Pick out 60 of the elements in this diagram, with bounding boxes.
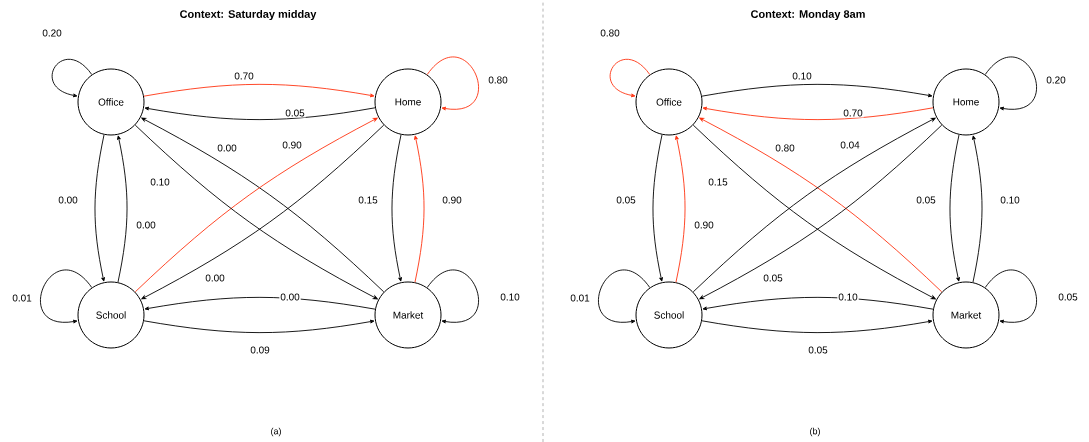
loop-arrow: [984, 56, 1037, 111]
arrow: [143, 83, 375, 98]
edge-label: 0.80: [599, 28, 621, 38]
edge-label: 0.00: [279, 292, 301, 302]
loop-arrow: [984, 269, 1037, 324]
edge-label: 0.10: [149, 177, 171, 187]
edge-label: 0.00: [216, 143, 238, 153]
loop-arrow: [426, 56, 479, 111]
edge-label: 0.01: [11, 293, 33, 303]
arrow: [143, 319, 375, 334]
edge-label: 0.00: [204, 273, 226, 283]
edge-label: 0.05: [615, 195, 637, 205]
arrow: [701, 83, 933, 98]
edge-label: 0.10: [999, 195, 1021, 205]
edge-label: 0.15: [357, 195, 379, 205]
edge-label: 0.10: [837, 292, 859, 302]
panel-caption: (b): [810, 427, 820, 437]
arrow: [117, 135, 128, 283]
arrow: [675, 135, 686, 283]
arrow: [702, 106, 934, 121]
edge-label: 0.04: [839, 140, 861, 150]
arrow: [701, 319, 933, 334]
edge-label: 0.10: [499, 292, 521, 302]
arrow: [391, 134, 402, 282]
arrow: [949, 134, 960, 282]
panel-caption: (a): [271, 427, 281, 437]
loop-arrow: [426, 269, 479, 324]
edge-label: 0.80: [487, 75, 509, 85]
edge-label: 0.05: [762, 273, 784, 283]
panel-title: Context: Saturday midday: [180, 9, 317, 21]
arrow: [94, 134, 105, 282]
loop-arrow: [598, 269, 651, 324]
arrow: [652, 134, 663, 282]
edge-label: 0.05: [284, 108, 306, 118]
edge-label: 0.80: [774, 143, 796, 153]
loop-arrow: [40, 269, 93, 324]
edge-label: 0.01: [569, 293, 591, 303]
edge-label: 0.15: [707, 177, 729, 187]
edge-label: 0.20: [41, 28, 63, 38]
edge-label: 0.09: [249, 345, 271, 355]
arrow: [144, 106, 376, 121]
edge-label: 0.05: [1057, 292, 1079, 302]
panel-title: Context: Monday 8am: [751, 9, 865, 21]
edge-label: 0.00: [135, 220, 157, 230]
edge-label: 0.05: [807, 345, 829, 355]
edge-label: 0.00: [57, 195, 79, 205]
edge-label: 0.70: [233, 71, 255, 81]
edge-label: 0.10: [791, 71, 813, 81]
arrow: [414, 135, 425, 283]
edge-label: 0.90: [281, 140, 303, 150]
edge-label: 0.05: [915, 195, 937, 205]
arrow: [144, 296, 376, 311]
edge-label: 0.90: [441, 195, 463, 205]
edge-label: 0.90: [693, 220, 715, 230]
edge-label: 0.20: [1045, 75, 1067, 85]
arrow: [702, 296, 934, 311]
edge-label: 0.70: [842, 108, 864, 118]
loop-arrow: [51, 58, 93, 98]
loop-arrow: [609, 58, 651, 98]
arrow: [972, 135, 983, 283]
